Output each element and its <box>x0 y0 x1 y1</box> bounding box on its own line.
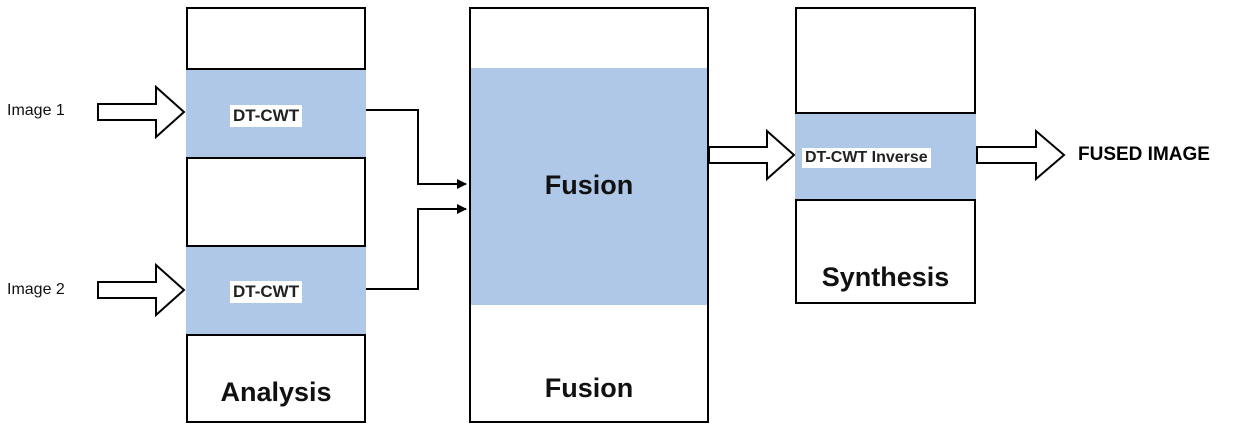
image2-label: Image 2 <box>7 281 65 298</box>
synthesis-stage: DT-CWT Inverse Synthesis <box>795 7 976 304</box>
connector-dtcwt2-to-fusion <box>366 204 467 290</box>
analysis-title: Analysis <box>220 377 332 407</box>
analysis-stage: DT-CWT DT-CWT Analysis <box>186 7 366 423</box>
fusion-stage: Fusion Fusion <box>469 7 709 423</box>
dtcwt-inverse-block: DT-CWT Inverse <box>795 112 976 201</box>
fusion-block-label: Fusion <box>544 170 634 200</box>
dtcwt-inverse-label: DT-CWT Inverse <box>802 148 931 168</box>
dtcwt-block-1-label: DT-CWT <box>230 105 303 127</box>
dtcwt-block-1: DT-CWT <box>186 68 366 159</box>
fused-image-label: FUSED IMAGE <box>1078 144 1210 165</box>
synthesis-title: Synthesis <box>821 262 950 292</box>
dtcwt-block-2-label: DT-CWT <box>230 281 303 303</box>
image2-arrow <box>97 262 186 318</box>
output-arrow <box>976 128 1066 182</box>
image1-label: Image 1 <box>7 102 65 119</box>
fusion-title: Fusion <box>544 373 634 403</box>
dtcwt-block-2: DT-CWT <box>186 245 366 336</box>
fusion-to-synthesis-arrow <box>708 128 796 182</box>
connector-dtcwt1-to-fusion <box>366 109 467 189</box>
fusion-block: Fusion <box>471 68 707 305</box>
image1-arrow <box>97 84 186 140</box>
